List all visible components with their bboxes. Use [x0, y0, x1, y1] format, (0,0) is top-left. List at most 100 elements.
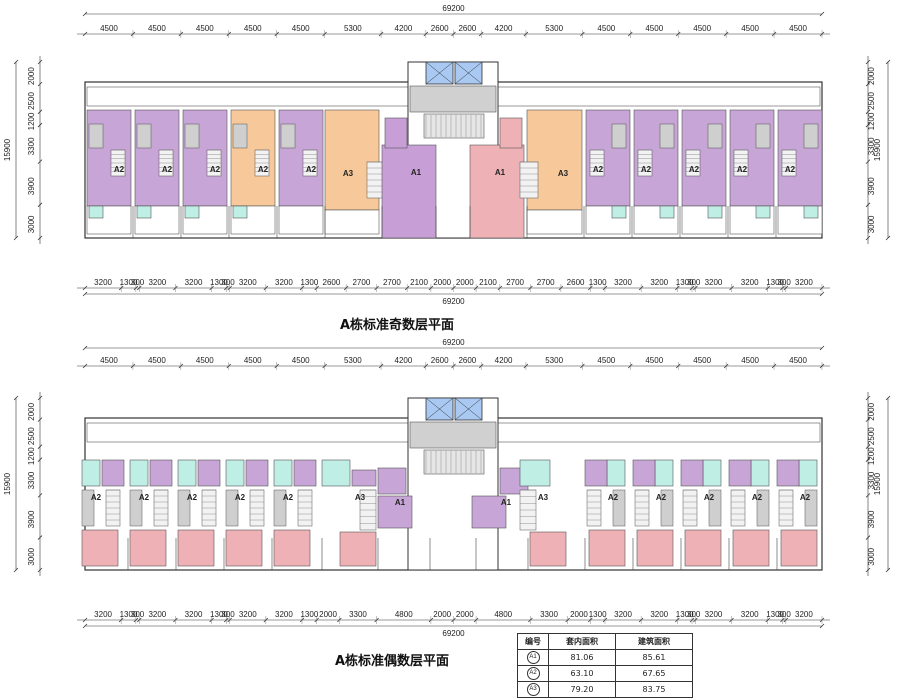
- even-left-dimension-tick: [37, 535, 43, 540]
- even-room: [606, 459, 626, 487]
- unit-code-badge: A1: [526, 651, 540, 664]
- odd-left-dimension-tick: [37, 59, 43, 65]
- even-room: [225, 529, 263, 567]
- even-bathroom: [804, 489, 818, 527]
- even-left-total-label: 15900: [3, 472, 12, 495]
- odd-top-dimension-label: 2600: [458, 24, 476, 33]
- odd-bathroom: [611, 123, 627, 149]
- even-bottom-dimension-label: 3200: [650, 610, 668, 619]
- odd-top-dimension-label: 4500: [597, 24, 615, 33]
- even-unit: A1: [377, 467, 413, 529]
- even-room: [780, 529, 818, 567]
- even-right-dimension-tick: [865, 493, 871, 498]
- odd-right-dimension-label: 1200: [867, 112, 876, 130]
- even-left-dimension-tick: [37, 395, 43, 401]
- odd-right-dimension-tick: [865, 235, 871, 241]
- even-unit: A2: [225, 459, 269, 567]
- odd-unit: A2: [681, 109, 727, 235]
- odd-top-dimension-label: 4500: [100, 24, 118, 33]
- even-unit: A3: [321, 459, 377, 567]
- odd-room: [381, 144, 437, 239]
- even-right-total-label: 15900: [873, 472, 882, 495]
- odd-top-dimension-label: 5300: [545, 24, 563, 33]
- odd-left-dimension-label: 3300: [27, 137, 36, 155]
- even-left-dimension-label: 1200: [27, 447, 36, 465]
- odd-unit: A2: [86, 109, 132, 235]
- odd-left-dimension-label: 2000: [27, 67, 36, 85]
- even-room: [273, 459, 293, 487]
- odd-bathroom: [184, 123, 200, 149]
- even-top-dimension-label: 2600: [458, 356, 476, 365]
- odd-bottom-dimension-label: 2100: [479, 278, 497, 287]
- even-right-dimension-tick: [865, 457, 871, 462]
- odd-unit: A1: [381, 117, 437, 239]
- even-room: [588, 529, 626, 567]
- even-top-dimension-label: 5300: [545, 356, 563, 365]
- odd-bottom-dimension-label: 300: [131, 278, 145, 287]
- even-bottom-dimension-label: 2000: [433, 610, 451, 619]
- even-top-dimension-tick: [82, 363, 88, 369]
- even-room: [197, 459, 221, 487]
- even-room: [750, 459, 770, 487]
- odd-bottom-dimension-label: 3200: [148, 278, 166, 287]
- even-unit: A2: [129, 459, 173, 567]
- odd-bottom-dimension-label: 3200: [650, 278, 668, 287]
- odd-bathroom: [803, 123, 819, 149]
- odd-room: [384, 117, 408, 149]
- even-left-dimension-label: 3900: [27, 510, 36, 528]
- even-right-dimension-label: 2500: [867, 427, 876, 445]
- odd-left-dimension-label: 2500: [27, 92, 36, 110]
- even-bathroom: [225, 489, 239, 527]
- even-bottom-dimension-tick: [82, 617, 88, 623]
- even-right-dimension-label: 3000: [867, 547, 876, 565]
- even-total-width-top: 69200: [442, 338, 465, 347]
- odd-right-dimension-tick: [865, 159, 871, 164]
- odd-unit-label: A2: [258, 165, 269, 174]
- inner-area-cell: 81.06: [548, 649, 616, 666]
- even-bottom-dimension-label: 300: [221, 610, 235, 619]
- even-bottom-dimension-label: 300: [131, 610, 145, 619]
- even-top-dimension-label: 4500: [597, 356, 615, 365]
- even-room: [529, 531, 567, 567]
- odd-right-dimension-label: 3000: [867, 215, 876, 233]
- even-room: [129, 459, 149, 487]
- even-bathroom: [177, 489, 191, 527]
- odd-bottom-dimension-label: 3200: [275, 278, 293, 287]
- odd-bottom-dimension-label: 3200: [94, 278, 112, 287]
- even-bathroom: [273, 489, 287, 527]
- even-left-dimension-tick: [37, 493, 43, 498]
- even-total-tick: [82, 623, 88, 629]
- odd-bathroom: [232, 123, 248, 149]
- even-room: [702, 459, 722, 487]
- even-room: [684, 529, 722, 567]
- odd-bottom-dimension-label: 1300: [676, 278, 694, 287]
- unit-code-cell: A1: [517, 649, 549, 666]
- odd-bathroom: [280, 123, 296, 149]
- even-left-total-tick: [13, 395, 19, 401]
- odd-total-tick: [819, 11, 825, 17]
- odd-bottom-dimension-label: 3200: [741, 278, 759, 287]
- odd-right-dimension-label: 3300: [867, 137, 876, 155]
- header-code: 编号: [517, 633, 549, 650]
- even-bottom-dimension-label: 1300: [589, 610, 607, 619]
- odd-left-dimension-label: 3900: [27, 177, 36, 195]
- even-room: [245, 459, 269, 487]
- even-bathroom: [756, 489, 770, 527]
- even-bottom-dimension-label: 3200: [239, 610, 257, 619]
- odd-bathroom: [755, 123, 771, 149]
- even-right-dimension-label: 3300: [867, 471, 876, 489]
- even-unit: A1: [471, 467, 529, 529]
- odd-unit-label: A2: [114, 165, 125, 174]
- even-right-total-tick: [885, 567, 891, 573]
- even-room: [377, 495, 413, 529]
- odd-unit-label: A2: [689, 165, 700, 174]
- even-unit-label: A3: [355, 493, 366, 502]
- odd-bottom-dimension-label: 3200: [795, 278, 813, 287]
- odd-right-dimension-tick: [865, 122, 871, 128]
- even-bottom-dimension-label: 300: [777, 610, 791, 619]
- even-bottom-dimension-label: 3200: [94, 610, 112, 619]
- even-room: [293, 459, 317, 487]
- odd-bottom-dimension-label: 1300: [300, 278, 318, 287]
- odd-bottom-dimension-label: 2700: [383, 278, 401, 287]
